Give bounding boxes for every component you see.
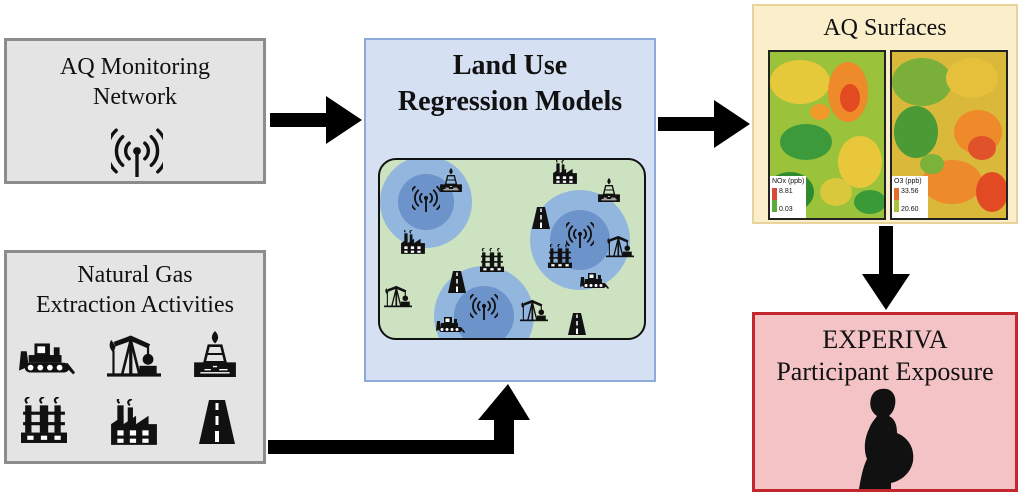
pregnant-woman-icon [859, 388, 914, 489]
gas-well-icon [193, 331, 237, 377]
refinery-icon [480, 248, 504, 272]
monitoring-line1: AQ Monitoring [60, 54, 210, 80]
o3-legend-min: 20.60 [901, 206, 919, 213]
bulldozer-icon [580, 270, 610, 290]
road-icon [532, 206, 550, 230]
road-icon [568, 312, 586, 336]
nox-surface-map: NOx (ppb) 8.81 0.03 [768, 50, 886, 220]
gas-well-icon [440, 168, 462, 192]
aq-surfaces-box: AQ Surfaces NOx (ppb) 8.81 0.03 [752, 4, 1018, 224]
monitoring-line2: Network [93, 84, 177, 110]
natural-gas-extraction-box: Natural Gas Extraction Activities [4, 250, 266, 464]
arrow-lur-to-aq-surfaces [658, 100, 750, 148]
nox-legend-min: 0.03 [779, 206, 793, 213]
gas-well-icon [598, 178, 620, 202]
experiva-exposure-box: EXPERIVA Participant Exposure [752, 312, 1018, 492]
processing-plant-icon [552, 160, 578, 184]
exposure-line1: EXPERIVA [822, 325, 948, 354]
processing-plant-icon [109, 399, 159, 445]
pumpjack-icon [520, 298, 548, 322]
aq-monitoring-network-box: AQ Monitoring Network [4, 38, 266, 184]
exposure-line2: Participant Exposure [776, 357, 994, 386]
arrow-gas-to-lur [268, 384, 530, 454]
arrow-aq-surfaces-to-exposure [862, 226, 910, 310]
lur-line2: Regression Models [397, 86, 623, 117]
nox-legend-max: 8.81 [779, 188, 793, 195]
gas-line2: Extraction Activities [36, 292, 234, 318]
road-icon [448, 270, 466, 294]
land-use-regression-box: Land Use Regression Models [364, 38, 656, 382]
road-icon [199, 399, 235, 445]
nox-legend-label: NOx (ppb) [772, 178, 805, 185]
o3-surface-map: O3 (ppb) 33.56 20.60 [890, 50, 1008, 220]
pumpjack-icon [606, 234, 634, 258]
arrow-monitoring-to-lur [270, 96, 362, 144]
refinery-icon [548, 244, 572, 268]
gas-line1: Natural Gas [77, 262, 193, 288]
antenna-icon [412, 184, 440, 212]
antenna-icon [111, 125, 163, 177]
o3-legend-label: O3 (ppb) [894, 178, 922, 185]
processing-plant-icon [400, 230, 426, 254]
lur-line1: Land Use [452, 50, 568, 81]
aq-surfaces-title: AQ Surfaces [823, 15, 947, 41]
o3-legend-max: 33.56 [901, 188, 919, 195]
study-area-map [378, 158, 646, 340]
bulldozer-icon [436, 314, 466, 334]
refinery-icon [21, 397, 67, 443]
pumpjack-icon [384, 284, 412, 308]
antenna-icon [470, 292, 498, 320]
o3-surface-image [892, 52, 1006, 218]
pumpjack-icon [107, 333, 161, 377]
nox-surface-image [770, 52, 884, 218]
bulldozer-icon [19, 337, 77, 377]
